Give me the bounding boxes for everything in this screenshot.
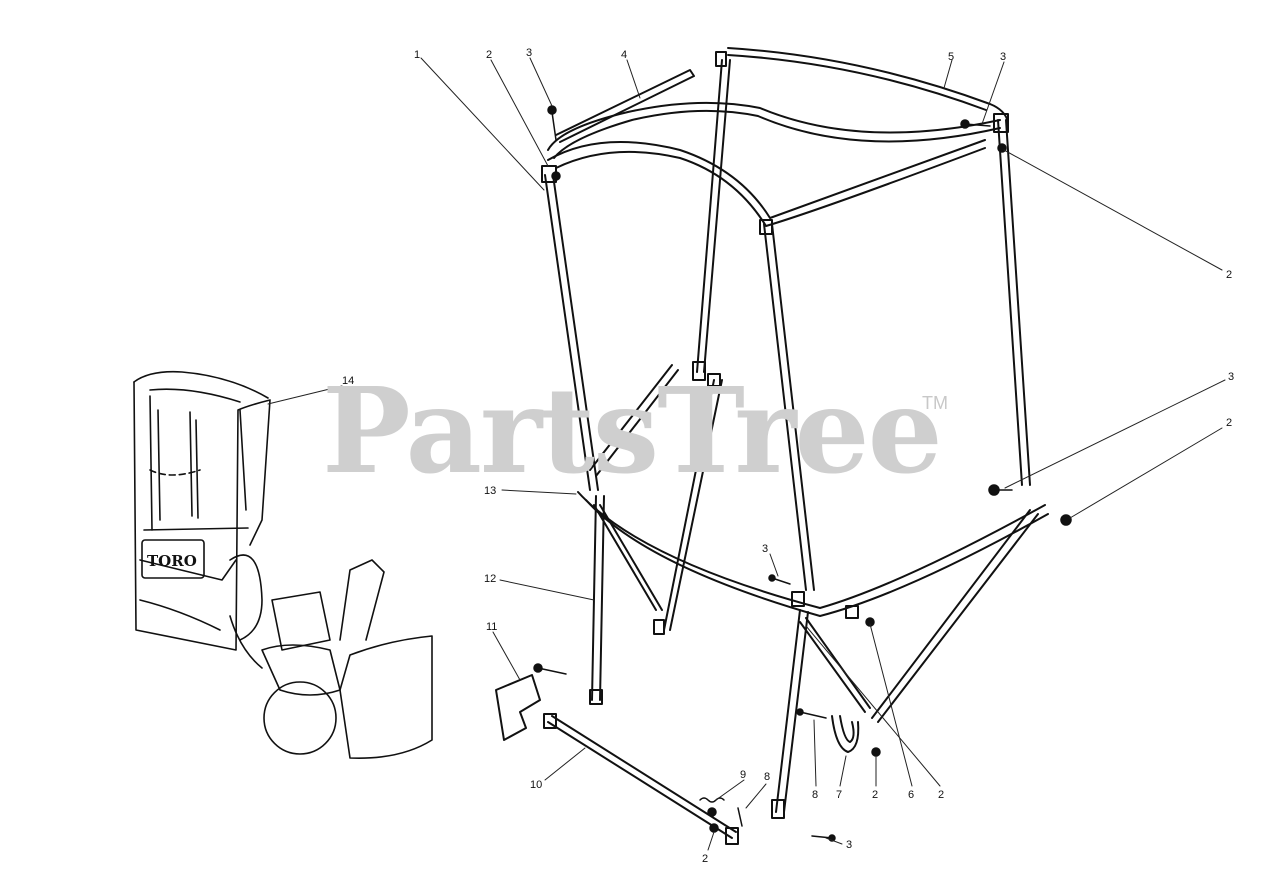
callout-10: 10 — [530, 779, 542, 791]
callout-3: 3 — [762, 543, 768, 555]
bottom-cross-bar — [495, 674, 860, 845]
callout-13: 13 — [484, 485, 496, 497]
callout-2: 2 — [1226, 269, 1232, 281]
callout-5: 5 — [948, 51, 954, 63]
callout-labels: 1 2 3 4 5 3 2 3 2 14 13 3 12 11 10 9 8 8… — [147, 47, 1234, 865]
toro-logo-badge — [141, 539, 205, 579]
callout-2: 2 — [486, 49, 492, 61]
hardware — [533, 105, 1072, 842]
cab-inset-illustration — [133, 370, 433, 759]
callout-11: 11 — [486, 621, 497, 633]
callout-6: 6 — [908, 789, 914, 801]
callout-8: 8 — [764, 771, 770, 783]
lower-frame — [577, 364, 1049, 819]
callout-8: 8 — [812, 789, 818, 801]
callout-4: 4 — [621, 49, 627, 61]
callout-3: 3 — [1228, 371, 1234, 383]
auger-wheel — [263, 681, 337, 755]
callout-2: 2 — [1226, 417, 1232, 429]
bracket-11 — [495, 674, 541, 741]
callout-2: 2 — [938, 789, 944, 801]
callout-9: 9 — [740, 769, 746, 781]
callout-3: 3 — [1000, 51, 1006, 63]
top-roof-frame — [547, 47, 1009, 227]
bracket-7 — [831, 715, 860, 753]
toro-logo-text: TORO — [147, 552, 197, 570]
callout-2: 2 — [872, 789, 878, 801]
callout-7: 7 — [836, 789, 842, 801]
callout-3: 3 — [526, 47, 532, 59]
callout-1: 1 — [414, 49, 420, 61]
callout-14: 14 — [342, 375, 354, 387]
leader-lines — [267, 57, 1226, 851]
callout-3: 3 — [846, 839, 852, 851]
uprights — [541, 59, 1031, 591]
callout-12: 12 — [484, 573, 496, 585]
callout-2: 2 — [702, 853, 708, 865]
